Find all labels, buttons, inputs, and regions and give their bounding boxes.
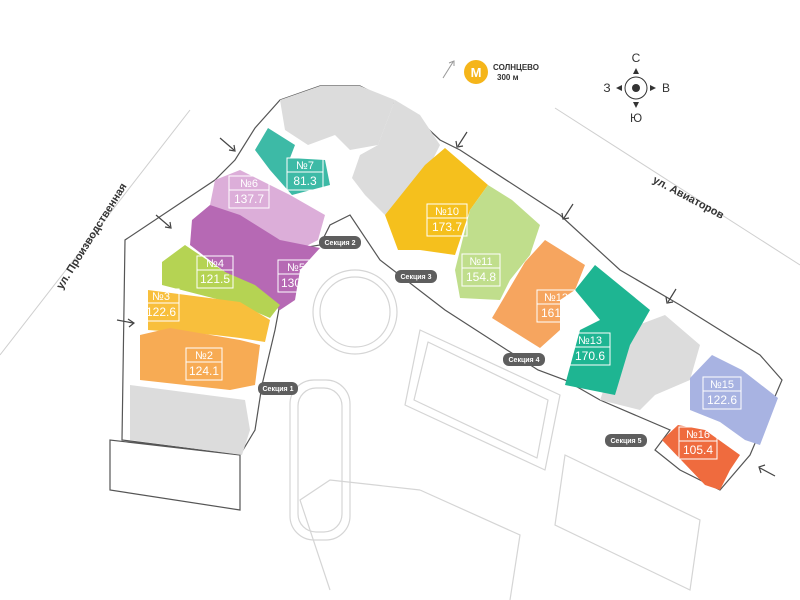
metro-letter: М: [471, 65, 482, 80]
unit-area: 122.6: [146, 305, 176, 319]
unit-label-13: №13 170.6: [569, 332, 611, 366]
metro-icon: [464, 60, 488, 84]
unit-num: №10: [435, 206, 459, 218]
unit-label-15: №15 122.6: [702, 376, 742, 410]
unit-area: 81.3: [293, 174, 317, 188]
unit-11-shape[interactable]: [455, 185, 540, 300]
compass-west: З: [603, 81, 610, 95]
courtyard-roads: [289, 269, 701, 600]
unit-num: №6: [240, 178, 258, 190]
metro-station: СОЛНЦЕВО: [493, 63, 539, 72]
unit-area: 105.4: [683, 443, 713, 457]
unit-num: №16: [686, 429, 710, 441]
unit-label-7: №7 81.3: [286, 157, 324, 191]
compass: С Ю З В: [603, 51, 670, 125]
compass-icon: [624, 76, 648, 100]
section-tag-1: Секция 1: [258, 382, 298, 395]
unit-num: №11: [469, 256, 492, 268]
section-label: Секция 2: [325, 240, 356, 247]
unit-label-4: №4 121.5: [196, 255, 234, 289]
section-label: Секция 4: [509, 357, 540, 364]
unit-labels: №2 124.1 №3 122.6 №4 121.5 №5 130.5 №6 1…: [142, 157, 742, 460]
unit-label-16: №16 105.4: [678, 426, 718, 460]
unit-12-shape[interactable]: [492, 240, 585, 348]
street-right-label: ул. Авиаторов: [651, 174, 726, 222]
unit-label-6: №6 137.7: [228, 175, 270, 209]
unit-num: №7: [296, 160, 314, 172]
unit-label-5: №5 130.5: [277, 259, 315, 293]
compass-north: С: [632, 51, 641, 65]
units: [140, 128, 778, 490]
complex-outline: [109, 85, 783, 511]
arrow-icon: [758, 464, 776, 477]
section-label: Секция 3: [401, 274, 432, 281]
section-tag-4: Секция 4: [503, 353, 545, 366]
unit-area: 154.8: [466, 270, 496, 284]
unit-13-shape[interactable]: [565, 265, 650, 395]
unit-label-12: №12 161.1: [536, 289, 576, 323]
unit-7-shape[interactable]: [255, 128, 330, 195]
unit-num: №13: [578, 335, 602, 347]
unit-label-2: №2 124.1: [185, 347, 223, 381]
section-label: Секция 1: [263, 386, 294, 393]
unit-num: №15: [710, 379, 734, 391]
metro-direction-arrow: [442, 60, 455, 79]
unit-area: 124.1: [189, 364, 219, 378]
section-tag-2: Секция 2: [319, 236, 361, 249]
arrow-icon: [455, 131, 468, 148]
unit-num: №12: [544, 292, 568, 304]
metro-distance: 300 м: [497, 73, 519, 82]
unit-area: 137.7: [234, 192, 264, 206]
unit-num: №2: [195, 350, 213, 362]
section-tags: Секция 1 Секция 2 Секция 3 Секция 4 Секц…: [258, 236, 647, 447]
street-left-label: ул. Производственная: [54, 181, 129, 291]
section-tag-5: Секция 5: [605, 434, 647, 447]
compass-east: В: [662, 81, 670, 95]
section-label: Секция 5: [611, 438, 642, 445]
unit-area: 122.6: [707, 393, 737, 407]
unit-area: 130.5: [281, 276, 311, 290]
unit-area: 121.5: [200, 272, 230, 286]
arrow-icon: [219, 137, 236, 152]
metro-badge: М СОЛНЦЕВО 300 м: [464, 60, 539, 84]
unit-area: 173.7: [432, 220, 462, 234]
arrow-icon: [155, 214, 172, 229]
unit-10-shape[interactable]: [385, 148, 488, 255]
unit-label-10: №10 173.7: [426, 203, 468, 237]
unit-label-3: №3 122.6: [142, 288, 180, 322]
arrow-icon: [665, 288, 677, 304]
street-lines: [0, 107, 800, 356]
unit-area: 170.6: [575, 349, 605, 363]
section-tag-3: Секция 3: [395, 270, 437, 283]
entrance-arrows: [116, 131, 776, 477]
unit-area: 161.1: [541, 306, 571, 320]
unit-2-shape[interactable]: [140, 328, 260, 390]
compass-south: Ю: [630, 111, 642, 125]
unit-label-11: №11 154.8: [461, 253, 501, 287]
unit-num: №4: [206, 258, 224, 270]
arrow-icon: [116, 318, 136, 328]
unit-num: №5: [287, 262, 305, 274]
unit-5-shape[interactable]: [190, 205, 320, 310]
arrow-icon: [561, 203, 574, 220]
unit-num: №3: [152, 291, 170, 303]
unit-4-shape[interactable]: [162, 245, 280, 318]
